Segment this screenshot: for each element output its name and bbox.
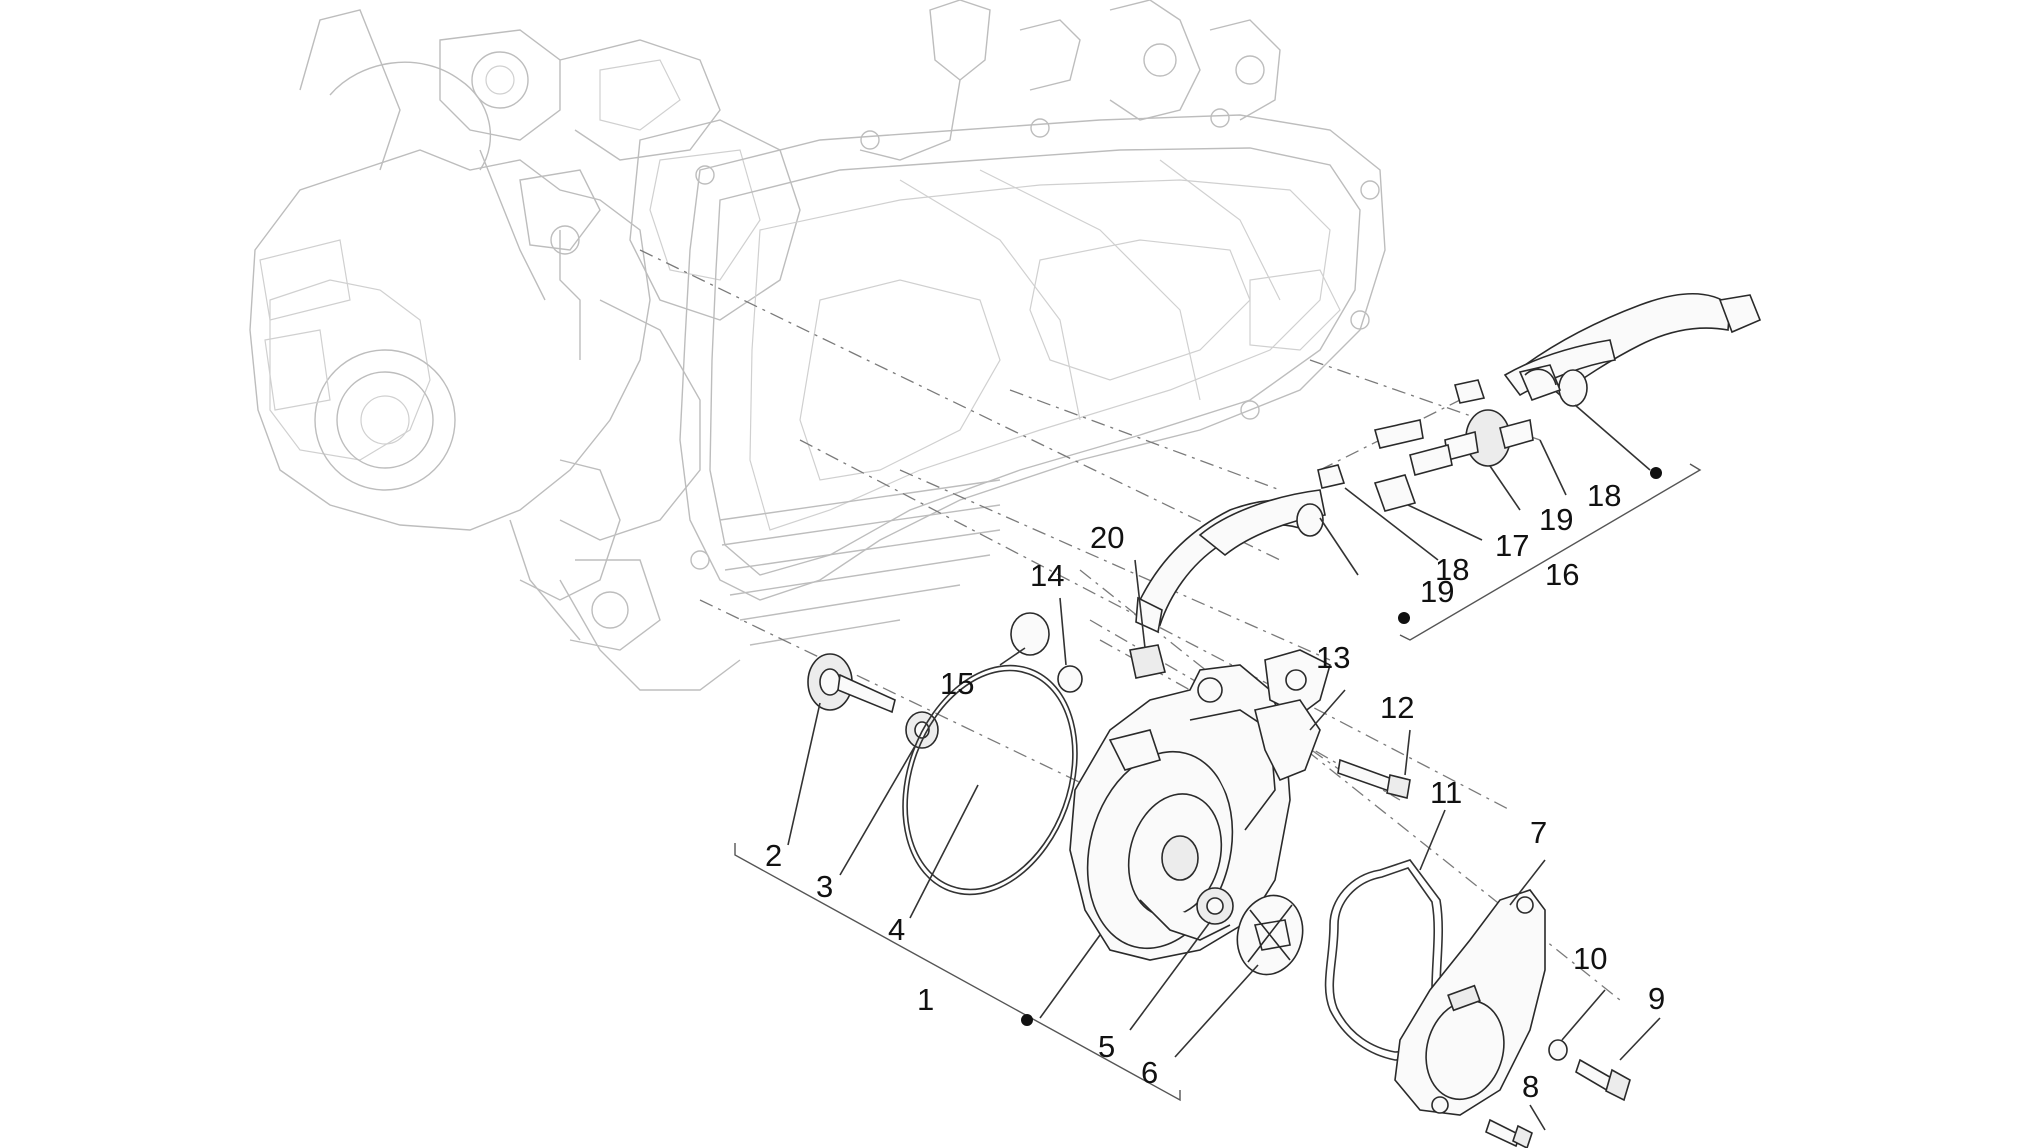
- bolt-part-12: [1337, 758, 1411, 799]
- pump-cover-7: [1394, 889, 1546, 1116]
- callout-2: 2: [765, 838, 782, 873]
- callout-4: 4: [888, 912, 905, 947]
- callout-17: 17: [1495, 528, 1529, 563]
- sensor-bracket-13: [1254, 649, 1331, 782]
- callout-13: 13: [1316, 640, 1350, 675]
- callout-6: 6: [1141, 1055, 1158, 1090]
- callout-12: 12: [1380, 690, 1414, 725]
- callout-11: 11: [1430, 775, 1462, 810]
- group-dots: [1021, 467, 1662, 1026]
- pump-housing-1: [1069, 664, 1291, 961]
- callout-19-lower: 19: [1420, 574, 1454, 609]
- assembly-bracket-16: [1399, 463, 1702, 641]
- callout-18-upper: 18: [1587, 478, 1621, 513]
- small-clamp-20: [1129, 644, 1166, 679]
- upper-fittings: [1317, 364, 1562, 512]
- lower-hose: [1135, 489, 1326, 634]
- bolt-part-8: [1485, 1118, 1533, 1148]
- callout-14: 14: [1030, 558, 1064, 593]
- callout-8: 8: [1522, 1069, 1539, 1104]
- callout-3: 3: [816, 869, 833, 904]
- callout-10: 10: [1573, 941, 1607, 976]
- washer-part-10: [1548, 1039, 1568, 1061]
- callout-9: 9: [1648, 981, 1665, 1016]
- callout-15: 15: [940, 666, 974, 701]
- callout-5: 5: [1098, 1029, 1115, 1064]
- bushing-part-5: [1196, 887, 1234, 925]
- shaft-part-2: [807, 653, 896, 714]
- impeller-part-6: [1236, 894, 1304, 976]
- callout-18-lower: 18: [1435, 552, 1469, 587]
- upper-hose: [1503, 292, 1762, 407]
- leader-lines: [787, 404, 1661, 1131]
- bolt-part-9: [1575, 1058, 1631, 1102]
- callout-19-upper: 19: [1539, 502, 1573, 537]
- assembly-bracket-1: [734, 843, 1181, 1102]
- o-rings-14-15: [1010, 612, 1083, 693]
- engine-block-drawing: [249, 0, 1386, 691]
- callout-1: 1: [917, 982, 934, 1017]
- callout-20: 20: [1090, 520, 1124, 555]
- callout-labels: 1 2 3 4 5 6 7 8 9 10 11 12 13 14 15 16 1…: [765, 478, 1665, 1104]
- large-o-ring-4: [902, 664, 1078, 896]
- callout-16: 16: [1545, 557, 1579, 592]
- callout-7: 7: [1530, 815, 1547, 850]
